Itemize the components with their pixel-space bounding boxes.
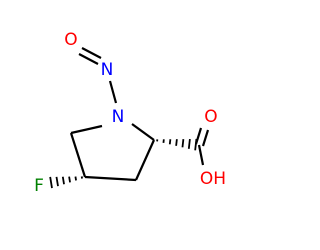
carboxyl-oh-bond xyxy=(197,144,205,166)
hydroxyl-label: OH xyxy=(200,169,226,189)
hash-stroke xyxy=(187,138,191,149)
stereo-hash-bond-carboxyl xyxy=(156,138,198,151)
ring-bond-ch2-cf xyxy=(69,132,87,178)
hash-stroke xyxy=(49,176,53,189)
ring-nitrogen-label: N xyxy=(112,107,125,127)
chemical-structure: O N N O OH F xyxy=(34,30,226,196)
nitroso-oxygen-label: O xyxy=(64,30,77,50)
ring-bond-ch2-calpha xyxy=(134,139,156,181)
fluorine-label: F xyxy=(34,176,44,196)
atom-labels: O N N O OH F xyxy=(34,30,226,196)
hash-stroke xyxy=(61,176,65,185)
ring-bond-calpha-n xyxy=(131,123,155,141)
carbonyl-oxygen-label: O xyxy=(204,107,217,127)
ring-bond-n-ch2 xyxy=(70,124,103,135)
hash-stroke xyxy=(175,139,178,146)
hash-stroke xyxy=(55,176,59,187)
stereo-hash-bond-fluorine xyxy=(49,176,83,189)
hash-stroke xyxy=(68,176,71,183)
n-n-bond xyxy=(108,80,118,104)
nitroso-nitrogen-label: N xyxy=(101,60,114,80)
hash-stroke xyxy=(168,139,172,145)
carbonyl-double-bond-b xyxy=(201,129,210,147)
bonds xyxy=(69,47,210,182)
hash-stroke xyxy=(181,139,185,148)
hash-stroke xyxy=(74,176,77,181)
ring-bond-cf-ch2 xyxy=(84,175,137,182)
nitroso-double-bond-b xyxy=(78,53,99,65)
nitroso-double-bond-a xyxy=(81,47,102,59)
hash-stroke xyxy=(194,138,198,151)
